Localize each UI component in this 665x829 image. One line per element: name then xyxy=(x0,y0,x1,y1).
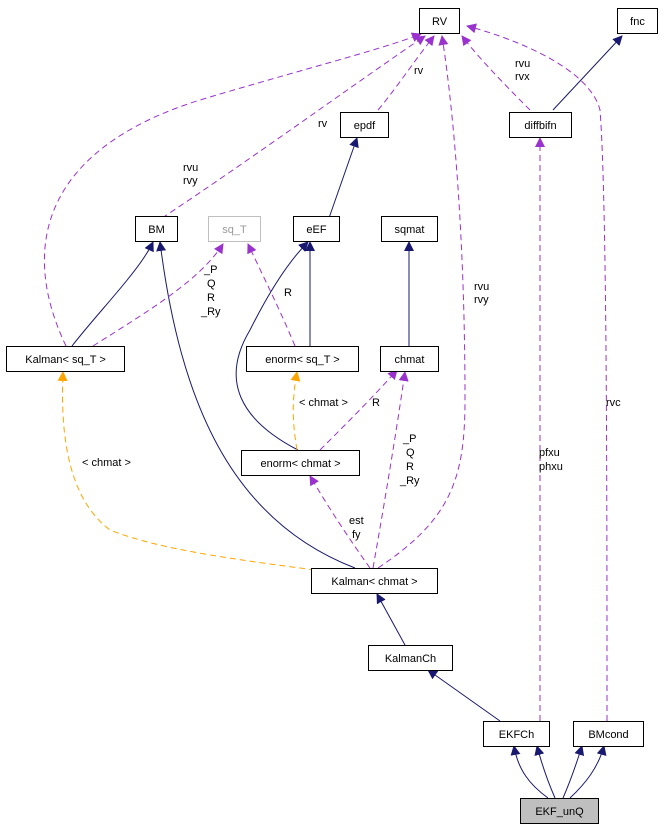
edge-label-r-chmat: R xyxy=(372,397,380,409)
edge-label-rvu: rvu xyxy=(515,58,530,70)
edge-kalmanchmat-enormchmat xyxy=(309,475,371,569)
node-label: KalmanCh xyxy=(385,653,436,665)
edge-label-r-enorm: R xyxy=(284,287,292,299)
edge-ekfunq-ekfch-2 xyxy=(534,745,556,799)
edge-ekfunq-bmcond-1 xyxy=(562,745,585,799)
node-kalman-sqt[interactable]: Kalman< sq_T > xyxy=(6,346,125,372)
edge-label-rvy-k: rvy xyxy=(183,175,198,187)
edge-diffbifn-fnc xyxy=(552,35,623,111)
edge-label-ry-c: _Ry xyxy=(399,475,420,487)
node-label: Kalman< chmat > xyxy=(331,576,417,588)
node-diffbifn[interactable]: diffbifn xyxy=(509,112,572,138)
node-sqmat[interactable]: sqmat xyxy=(381,216,438,242)
node-fnc[interactable]: fnc xyxy=(617,8,658,34)
edge-label-rvy-c: rvy xyxy=(474,294,489,306)
edge-label-p-c: _P xyxy=(402,433,416,445)
edge-ekfunq-bmcond-2 xyxy=(569,745,607,799)
node-label: enorm< sq_T > xyxy=(265,354,339,366)
node-label: enorm< chmat > xyxy=(260,458,340,470)
edge-label-rv-epdf: rv xyxy=(414,65,424,77)
edge-enormchmat-enormsqt xyxy=(290,371,301,451)
node-ekfch[interactable]: EKFCh xyxy=(483,721,550,747)
node-label: EKFCh xyxy=(499,729,534,741)
node-enorm-chmat[interactable]: enorm< chmat > xyxy=(241,450,360,476)
edge-enormchmat-eef xyxy=(235,241,309,451)
edge-kalmansqt-bm xyxy=(71,241,154,347)
node-rv[interactable]: RV xyxy=(419,8,460,34)
node-label: EKF_unQ xyxy=(535,806,584,818)
node-label: sqmat xyxy=(395,224,425,236)
edge-bm-rv xyxy=(161,35,426,219)
node-label: eEF xyxy=(306,224,326,236)
node-label: BMcond xyxy=(588,729,628,741)
edge-label-rvx: rvx xyxy=(515,71,530,83)
edge-kalmanchmat-bm xyxy=(156,241,356,569)
edge-label-rvc: rvc xyxy=(606,397,621,409)
edge-epdf-rv xyxy=(377,35,435,111)
edge-kalmanchmat-chmat xyxy=(372,371,409,569)
node-kalman-chmat[interactable]: Kalman< chmat > xyxy=(311,568,438,594)
edge-label-pfxu: pfxu xyxy=(539,447,560,459)
edge-ekfch-kalmanch xyxy=(427,669,501,722)
template-edges xyxy=(57,371,316,571)
edge-kalmanchmat-rv xyxy=(377,35,466,569)
edge-label-rvu-c: rvu xyxy=(474,281,489,293)
node-chmat[interactable]: chmat xyxy=(380,346,439,372)
node-bmcond[interactable]: BMcond xyxy=(573,721,644,747)
edge-enormsqt-sqt xyxy=(247,243,296,347)
edge-label-ry-k: _Ry xyxy=(200,306,221,318)
node-ekf-unq[interactable]: EKF_unQ xyxy=(520,798,599,824)
edge-ekfunq-ekfch-1 xyxy=(510,745,549,799)
edge-label-rv-bm: rv xyxy=(318,118,328,130)
edge-label-chmat-tmpl: < chmat > xyxy=(299,397,348,409)
node-label: BM xyxy=(148,224,165,236)
edge-diffbifn-rv xyxy=(461,35,531,111)
node-label: chmat xyxy=(395,354,425,366)
edge-eef-epdf xyxy=(328,137,359,219)
usage-edges xyxy=(43,23,608,722)
edge-kalmanch-kalmanchmat xyxy=(376,593,406,646)
edge-bmcond-rv xyxy=(466,23,608,722)
edge-kalmansqt-sqt xyxy=(92,243,224,347)
node-enorm-sqt[interactable]: enorm< sq_T > xyxy=(246,346,359,372)
edge-labels: rvu rvx rv rv rvu rvy _P Q R _Ry R < chm… xyxy=(82,58,621,541)
node-kalmanch[interactable]: KalmanCh xyxy=(368,645,453,671)
edge-kalmansqt-rv xyxy=(43,32,422,347)
edge-enormchmat-chmat xyxy=(319,369,398,451)
node-label: sq_T xyxy=(222,224,247,236)
node-label: epdf xyxy=(354,120,376,132)
edge-label-r-k: R xyxy=(207,292,215,304)
node-label: Kalman< sq_T > xyxy=(25,354,106,366)
edge-label-fy: fy xyxy=(352,529,361,541)
edge-label-est: est xyxy=(349,515,364,527)
edge-label-phxu: phxu xyxy=(539,461,563,473)
edge-label-q-k: Q xyxy=(207,278,216,290)
node-label: fnc xyxy=(630,16,645,28)
node-eef[interactable]: eEF xyxy=(293,216,340,242)
edge-label-r-c: R xyxy=(406,461,414,473)
node-label: RV xyxy=(432,16,448,28)
node-epdf[interactable]: epdf xyxy=(340,112,389,138)
node-label: diffbifn xyxy=(524,120,556,132)
edge-label-rvu-k: rvu xyxy=(183,162,198,174)
edge-label-q-c: Q xyxy=(406,447,415,459)
edge-label-p-k: _P xyxy=(203,264,217,276)
inheritance-edges xyxy=(71,35,623,799)
node-sq-t[interactable]: sq_T xyxy=(208,216,261,242)
node-bm[interactable]: BM xyxy=(135,216,178,242)
edge-label-chmat-kalman-tmpl: < chmat > xyxy=(82,457,131,469)
